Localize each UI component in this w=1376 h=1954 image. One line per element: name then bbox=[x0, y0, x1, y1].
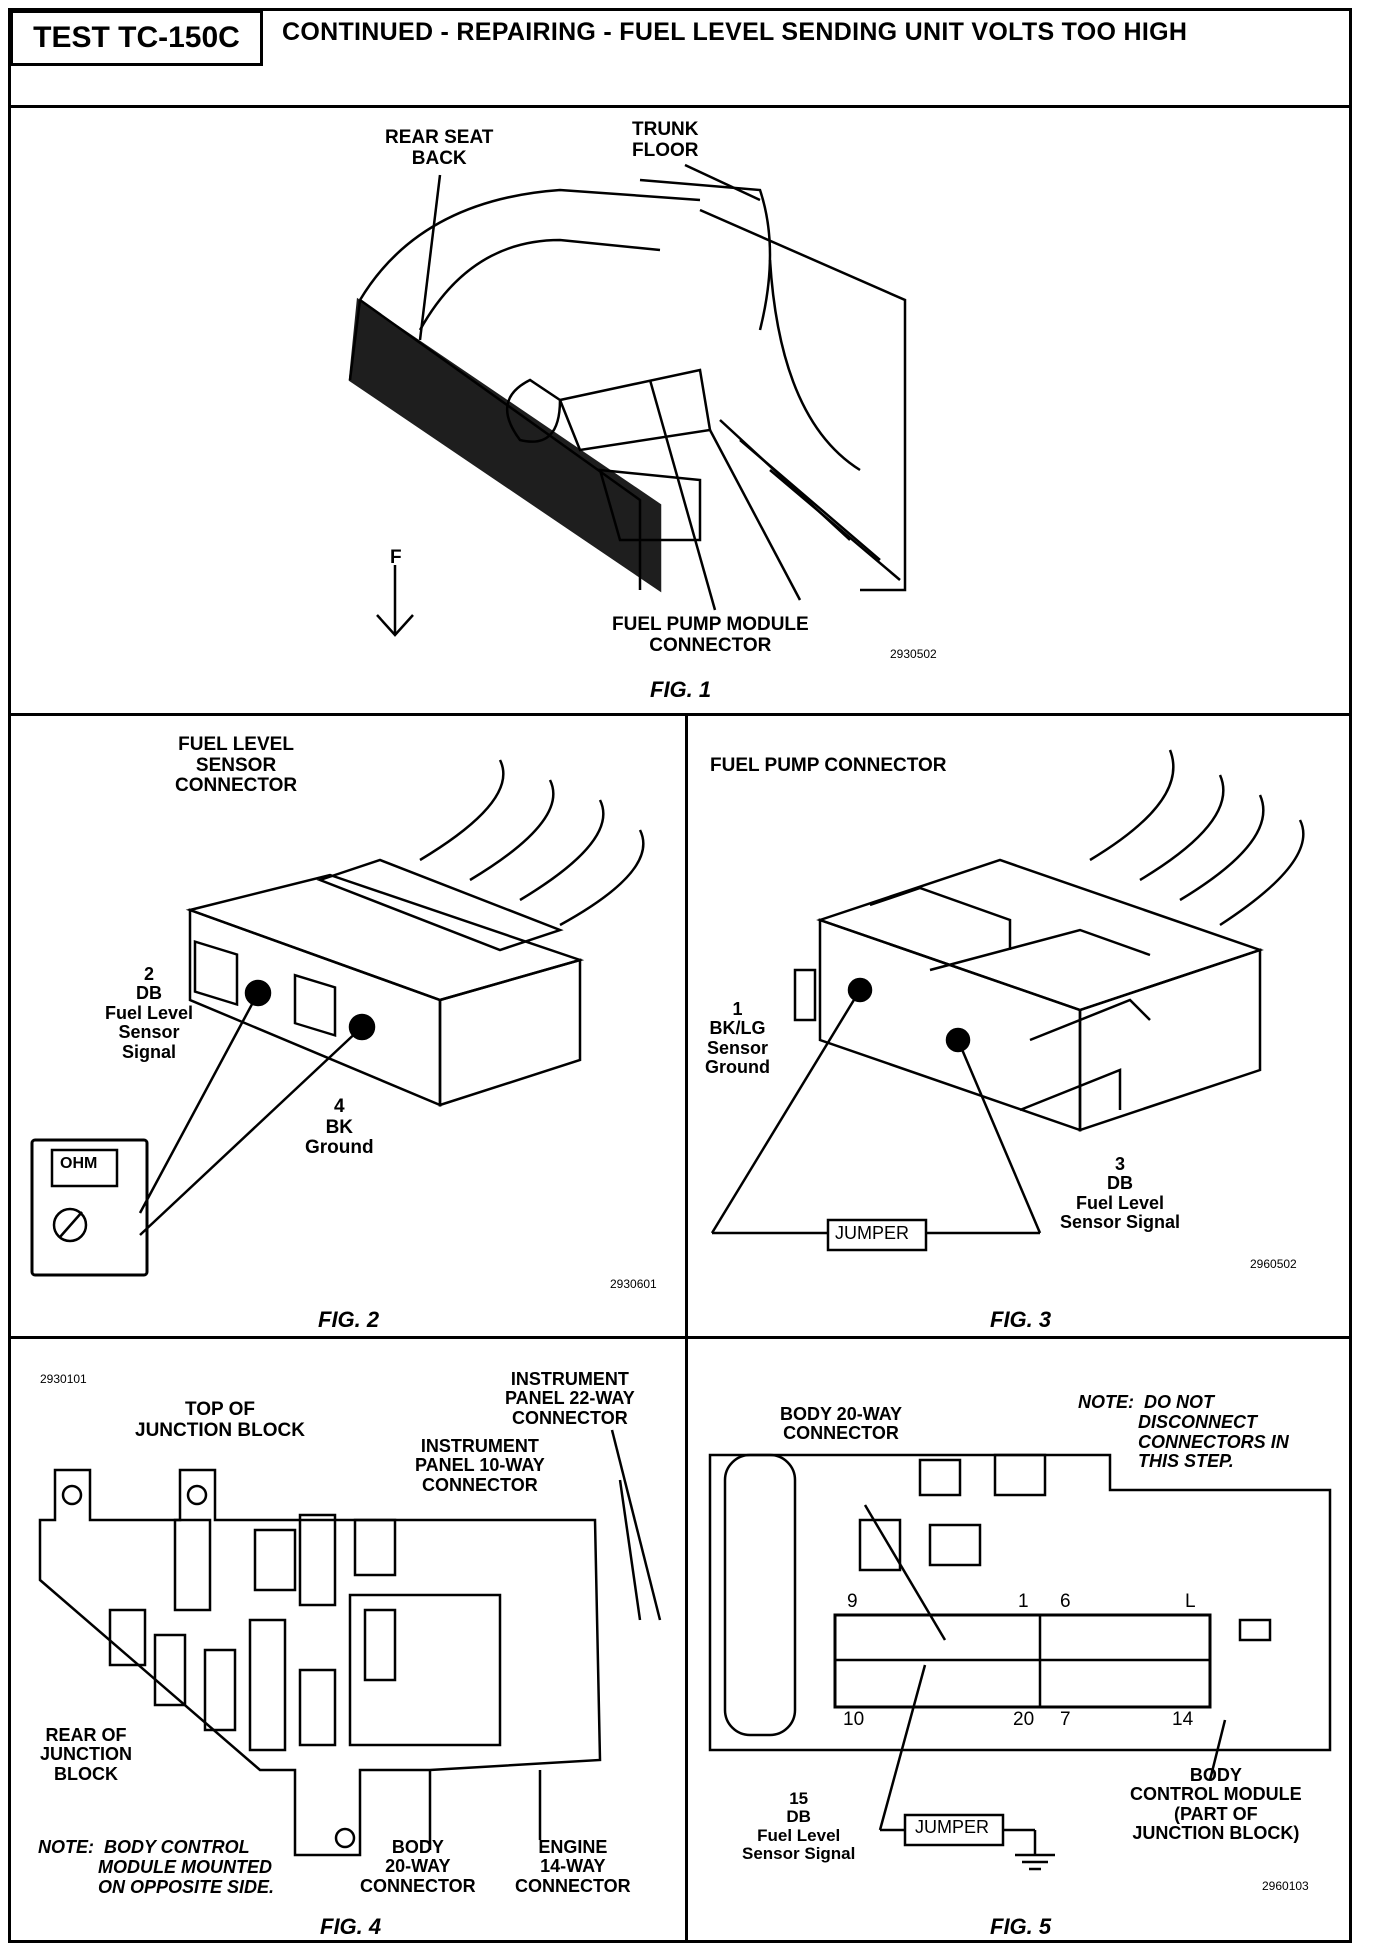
rear-of-junction-block-label: REAR OF JUNCTION BLOCK bbox=[40, 1725, 133, 1784]
forward-arrow-label: F bbox=[390, 547, 402, 568]
fig3-code: 2960502 bbox=[1250, 1257, 1297, 1271]
fuel-pump-connector-label: FUEL PUMP CONNECTOR bbox=[710, 755, 947, 776]
fig5-note: NOTE: DO NOT DISCONNECT CONNECTORS IN TH… bbox=[1078, 1392, 1289, 1472]
test-id-box: TEST TC-150C bbox=[10, 10, 263, 66]
fig1-caption: FIG. 1 bbox=[650, 677, 712, 702]
fig2-drawing bbox=[30, 759, 645, 1277]
test-id: TEST TC-150C bbox=[33, 21, 240, 54]
fig2-code: 2930601 bbox=[610, 1277, 657, 1291]
trunk-floor-label: TRUNK FLOOR bbox=[632, 119, 699, 161]
fig5-drawing bbox=[708, 1453, 1332, 1871]
pin3-label: 3 DB Fuel Level Sensor Signal bbox=[1060, 1154, 1181, 1233]
row-divider-1 bbox=[8, 713, 1352, 716]
pin4-label: 4 BK Ground bbox=[305, 1096, 374, 1159]
pin-14: 14 bbox=[1172, 1709, 1194, 1730]
engine-14-way-label: ENGINE 14-WAY CONNECTOR bbox=[515, 1837, 631, 1896]
fig4-note: NOTE: BODY CONTROL MODULE MOUNTED ON OPP… bbox=[38, 1837, 275, 1897]
body-control-module-label: BODY CONTROL MODULE (PART OF JUNCTION BL… bbox=[1130, 1765, 1302, 1844]
pin-l: L bbox=[1185, 1591, 1196, 1612]
pin-1: 1 bbox=[1018, 1591, 1029, 1612]
ip-10-way-label: INSTRUMENT PANEL 10-WAY CONNECTOR bbox=[415, 1436, 545, 1495]
fig1-code: 2930502 bbox=[890, 647, 937, 661]
pin-20: 20 bbox=[1013, 1709, 1035, 1730]
pin-7: 7 bbox=[1060, 1709, 1071, 1730]
ohm-meter-display: OHM bbox=[60, 1155, 98, 1172]
fig4-drawing bbox=[38, 1429, 662, 1857]
ip-22-way-label: INSTRUMENT PANEL 22-WAY CONNECTOR bbox=[505, 1369, 635, 1428]
pin1-label: 1 BK/LG Sensor Ground bbox=[705, 999, 770, 1078]
fuel-pump-module-connector-label: FUEL PUMP MODULE CONNECTOR bbox=[612, 614, 809, 656]
body-20-way-label: BODY 20-WAY CONNECTOR bbox=[360, 1837, 476, 1896]
pin-6: 6 bbox=[1060, 1591, 1071, 1612]
pin-9: 9 bbox=[847, 1591, 858, 1612]
fig3-jumper-label: JUMPER bbox=[835, 1223, 910, 1243]
pin15-label: 15 DB Fuel Level Sensor Signal bbox=[742, 1789, 856, 1864]
fig5-caption: FIG. 5 bbox=[990, 1914, 1052, 1939]
top-of-junction-block-label: TOP OF JUNCTION BLOCK bbox=[135, 1399, 305, 1441]
fig3-caption: FIG. 3 bbox=[990, 1307, 1052, 1332]
fig5-jumper-label: JUMPER bbox=[915, 1817, 990, 1837]
header-divider bbox=[8, 105, 1352, 108]
fig1-drawing bbox=[348, 163, 907, 637]
column-divider bbox=[685, 713, 688, 1943]
pin-10: 10 bbox=[843, 1709, 865, 1730]
fuel-level-sensor-connector-label: FUEL LEVEL SENSOR CONNECTOR bbox=[175, 734, 298, 797]
page-title: CONTINUED - REPAIRING - FUEL LEVEL SENDI… bbox=[282, 18, 1188, 46]
fig4-code: 2930101 bbox=[40, 1372, 87, 1386]
fig2-caption: FIG. 2 bbox=[318, 1307, 380, 1332]
fig5-body-20-way-label: BODY 20-WAY CONNECTOR bbox=[780, 1404, 903, 1444]
rear-seat-back-label: REAR SEAT BACK bbox=[385, 127, 494, 169]
page-frame bbox=[8, 8, 1352, 1943]
row-divider-2 bbox=[8, 1336, 1352, 1339]
fig3-drawing bbox=[710, 749, 1305, 1252]
pin2-label: 2 DB Fuel Level Sensor Signal bbox=[105, 964, 194, 1062]
fig4-caption: FIG. 4 bbox=[320, 1914, 382, 1939]
fig5-code: 2960103 bbox=[1262, 1879, 1309, 1893]
